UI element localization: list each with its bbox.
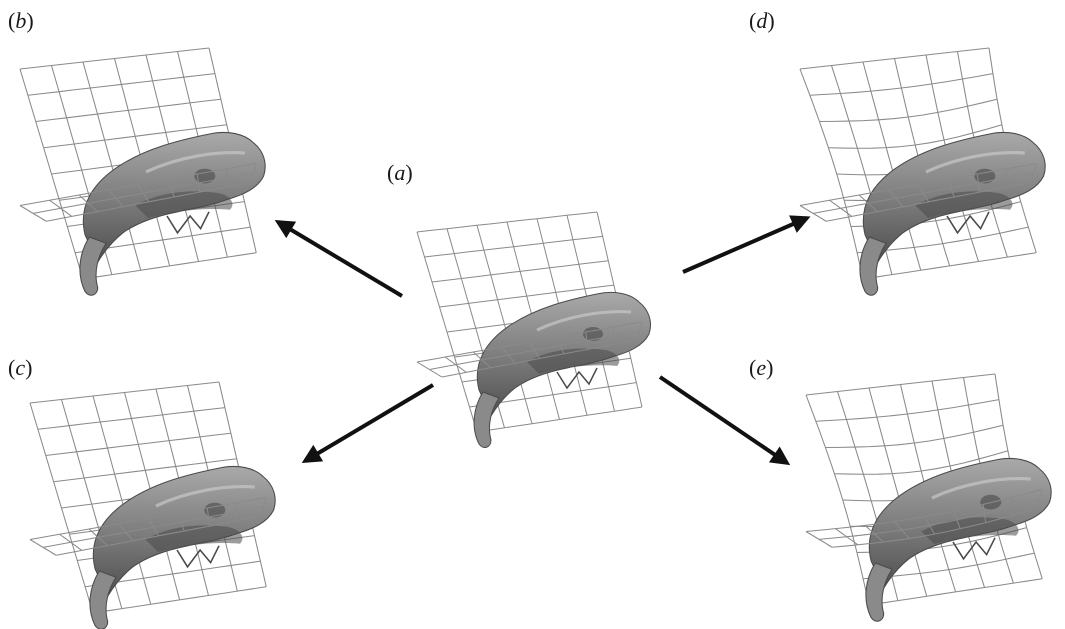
- skull: [473, 291, 652, 448]
- sagittal-grid-hline: [439, 284, 614, 308]
- horizontal-plane-hline: [43, 506, 264, 548]
- horizontal-plane-hline: [832, 507, 1038, 548]
- sagittal-grid-hline: [43, 124, 227, 149]
- sagittal-grid-hline: [805, 373, 996, 396]
- panel-a: [416, 211, 652, 448]
- zygomatic-arch: [527, 348, 620, 374]
- molar-row: [946, 211, 990, 235]
- incisor: [865, 562, 893, 622]
- skull-highlight: [536, 310, 632, 332]
- sagittal-grid-hline: [45, 432, 231, 457]
- skull: [865, 457, 1052, 622]
- skull-highlight: [931, 477, 1031, 500]
- zygomatic-arch: [135, 191, 233, 219]
- sagittal-grid-hline: [476, 406, 643, 433]
- incisor: [79, 236, 107, 296]
- sagittal-grid-hline: [416, 211, 598, 233]
- sagittal-grid-hline: [53, 458, 237, 483]
- horizontal-plane-hline: [819, 498, 1040, 540]
- panel-label-c: (c): [8, 355, 33, 380]
- arrow-a-to-d: [682, 215, 811, 274]
- zygomatic-arch: [145, 525, 243, 553]
- panels: [19, 47, 1052, 629]
- sagittal-grid-hline: [815, 399, 999, 422]
- orbit: [583, 327, 603, 341]
- skull: [859, 131, 1046, 296]
- horizontal-plane: [416, 321, 643, 378]
- orbit: [204, 502, 226, 518]
- horizontal-plane-hline: [19, 162, 257, 207]
- horizontal-plane-hline: [805, 488, 1043, 533]
- molar-row: [556, 367, 598, 390]
- panel-e: [805, 373, 1052, 622]
- molar-row: [952, 537, 996, 561]
- sagittal-grid-hline: [868, 578, 1043, 606]
- sagittal-grid-vline: [799, 68, 864, 280]
- molar-row: [166, 211, 210, 235]
- sagittal-grid-hline: [424, 235, 603, 258]
- sagittal-grid-hline: [834, 450, 1009, 475]
- incisor: [89, 570, 117, 629]
- zygomatic-arch: [921, 517, 1019, 545]
- arrow-a-to-b: [274, 220, 404, 298]
- skull: [79, 131, 266, 296]
- sagittal-grid-hline: [27, 73, 215, 96]
- arrows: [274, 215, 811, 466]
- skull-highlight: [925, 151, 1025, 174]
- skull-highlight: [145, 151, 245, 174]
- panel-label-a: (a): [387, 160, 413, 185]
- horizontal-plane: [29, 496, 267, 556]
- sagittal-grid-hline: [29, 381, 220, 404]
- incisor: [473, 391, 500, 448]
- sagittal-grid-hline: [799, 47, 990, 70]
- horizontal-plane-hline: [33, 172, 254, 214]
- arrow-a-to-c: [301, 383, 435, 463]
- horizontal-plane: [799, 162, 1037, 222]
- horizontal-plane-vline: [260, 497, 267, 517]
- horizontal-plane-hline: [416, 321, 643, 363]
- sagittal-grid-hline: [862, 252, 1037, 280]
- horizontal-plane-hline: [46, 181, 252, 222]
- arrow-a-to-e: [658, 375, 791, 466]
- panel-label-e: (e): [749, 355, 774, 380]
- sagittal-grid-hline: [819, 98, 998, 123]
- sagittal-grid-hline: [809, 73, 993, 96]
- horizontal-plane-vline: [1036, 489, 1043, 509]
- incisor: [859, 236, 887, 296]
- sagittal-grid-hline: [19, 47, 210, 70]
- horizontal-plane-hline: [813, 172, 1034, 214]
- panel-label-d: (d): [749, 8, 775, 33]
- horizontal-plane-hline: [826, 181, 1032, 222]
- horizontal-plane-hline: [799, 162, 1037, 207]
- panel-b: [19, 47, 266, 296]
- panel-c: [29, 381, 276, 629]
- sagittal-grid-hline: [37, 407, 225, 430]
- skull: [89, 465, 276, 629]
- sagittal-grid-hline: [35, 98, 221, 123]
- horizontal-plane-vline: [1030, 163, 1037, 183]
- sagittal-grid-hline: [828, 124, 1003, 149]
- orbit: [194, 168, 216, 184]
- horizontal-plane: [805, 488, 1043, 548]
- sagittal-grid-hline: [82, 252, 257, 280]
- horizontal-plane: [19, 162, 257, 222]
- zygomatic-arch: [915, 191, 1013, 219]
- sagittal-grid-hline: [92, 586, 267, 614]
- sagittal-grid-hline: [825, 424, 1004, 449]
- orbit: [974, 168, 996, 184]
- horizontal-plane-hline: [429, 330, 640, 370]
- horizontal-plane-hline: [29, 496, 267, 541]
- horizontal-plane-hline: [441, 339, 638, 378]
- panel-d: [799, 47, 1046, 296]
- molar-row: [176, 545, 220, 569]
- sagittal-grid-hline: [431, 260, 609, 283]
- skull-highlight: [155, 485, 255, 508]
- sagittal-grid-vline: [805, 394, 870, 606]
- panel-label-b: (b): [8, 8, 34, 33]
- horizontal-plane-hline: [56, 515, 262, 556]
